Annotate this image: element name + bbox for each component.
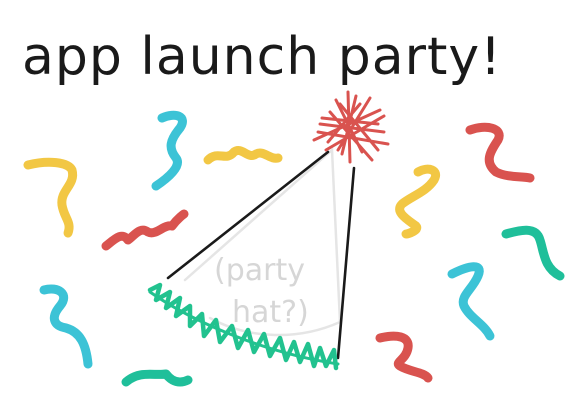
confetti-squiggle-icon	[39, 284, 93, 369]
confetti-squiggle-icon	[447, 262, 495, 341]
confetti-squiggle-icon	[121, 369, 193, 387]
confetti-squiggle-icon	[465, 122, 535, 183]
confetti-group	[23, 110, 565, 387]
confetti-squiggle-icon	[101, 209, 189, 251]
hat-note-line2: hat?)	[232, 295, 309, 330]
hat-note-line1: (party	[214, 253, 305, 288]
confetti-squiggle-icon	[501, 225, 565, 281]
title-text: app launch party!	[22, 27, 502, 87]
confetti-squiggle-icon	[203, 146, 283, 165]
party-hat-icon	[147, 147, 356, 371]
pompom-icon	[312, 90, 390, 164]
confetti-squiggle-icon	[395, 164, 440, 239]
confetti-squiggle-icon	[375, 331, 433, 383]
confetti-squiggle-icon	[151, 110, 187, 191]
confetti-squiggle-icon	[23, 157, 78, 238]
